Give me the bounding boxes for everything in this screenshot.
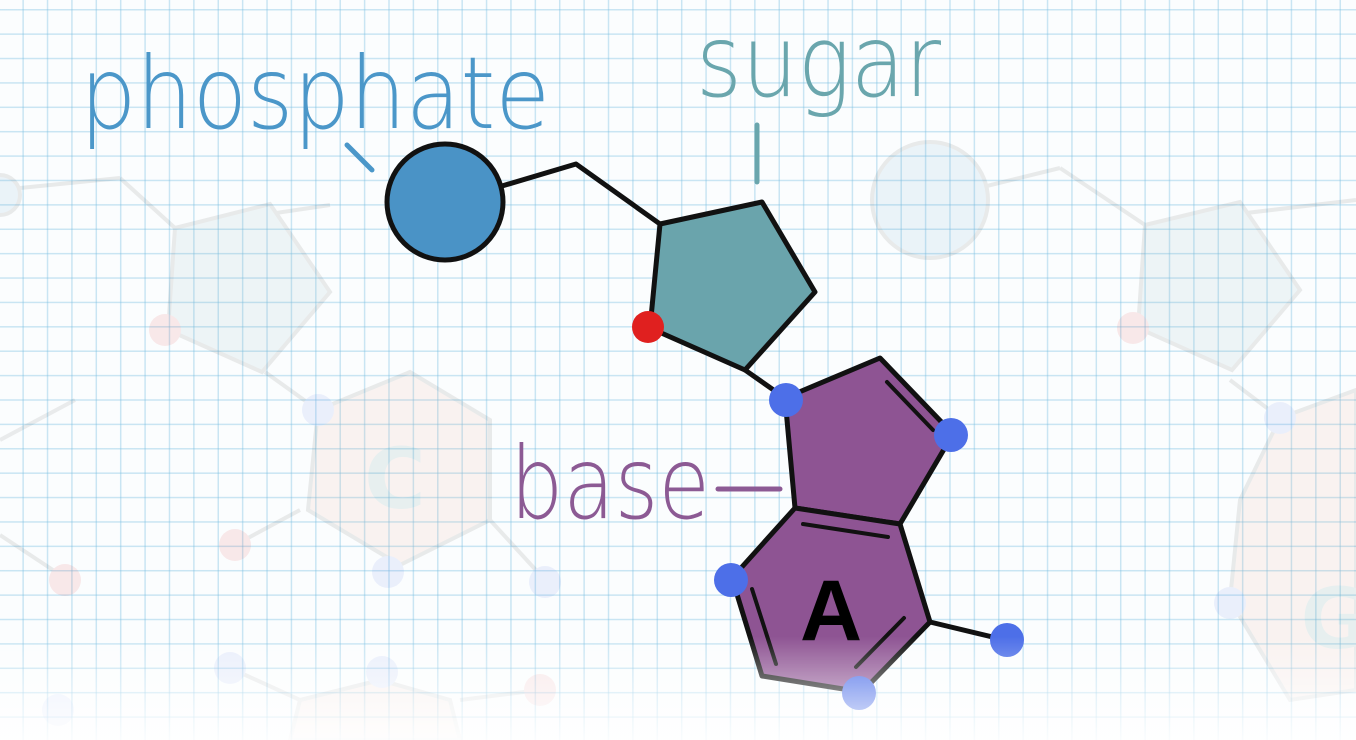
- nitrogen-atom: [714, 563, 748, 597]
- phosphate-sugar-bond: [501, 161, 662, 227]
- base-pentagon: [782, 355, 956, 527]
- nitrogen-atom: [769, 383, 803, 417]
- base-label: base: [510, 425, 710, 542]
- background-base-letter-c: C: [364, 430, 426, 528]
- background-base-letter-g: G: [1301, 570, 1356, 668]
- sugar-label: sugar: [696, 3, 942, 120]
- nitrogen-atom: [842, 676, 876, 710]
- nitrogen-atom: [934, 418, 968, 452]
- phosphate-label: phosphate: [80, 35, 550, 152]
- phosphate-circle: [384, 141, 506, 263]
- nitrogen-atom: [990, 623, 1024, 657]
- base-letter: A: [800, 563, 862, 659]
- oxygen-atom: [632, 311, 664, 343]
- sugar-pentagon: [647, 199, 818, 373]
